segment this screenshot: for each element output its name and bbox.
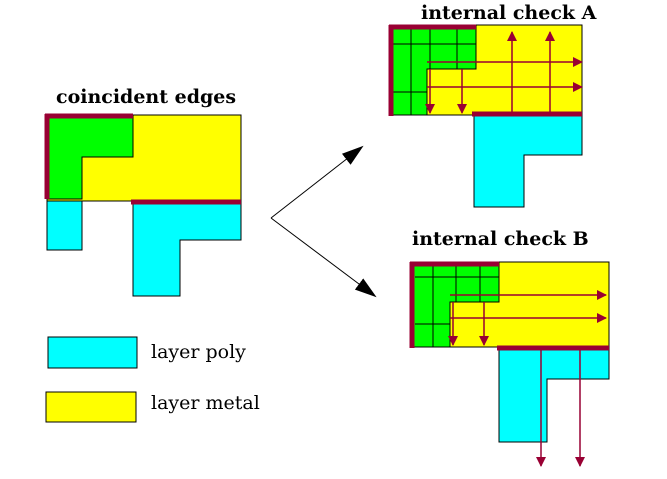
legend-swatch-poly bbox=[47, 336, 138, 369]
internal-check-b-figure bbox=[409, 261, 610, 467]
coincident-edges-figure bbox=[44, 113, 242, 297]
poly-shape-small bbox=[46, 198, 83, 251]
poly-shape-l bbox=[132, 200, 242, 297]
internal-check-a-label: internal check A bbox=[421, 2, 597, 24]
pointer-arrow-to-a bbox=[270, 145, 364, 219]
poly-shape-a bbox=[473, 114, 583, 208]
internal-check-b-label: internal check B bbox=[412, 228, 589, 250]
legend-label-metal: layer metal bbox=[151, 392, 260, 414]
poly-shape-b bbox=[498, 346, 610, 443]
pointer-arrow-to-b bbox=[270, 217, 377, 298]
internal-check-a-figure bbox=[388, 24, 583, 208]
legend-swatch-metal bbox=[45, 391, 137, 423]
coincident-edges-label: coincident edges bbox=[56, 86, 237, 108]
legend-label-poly: layer poly bbox=[151, 341, 246, 363]
